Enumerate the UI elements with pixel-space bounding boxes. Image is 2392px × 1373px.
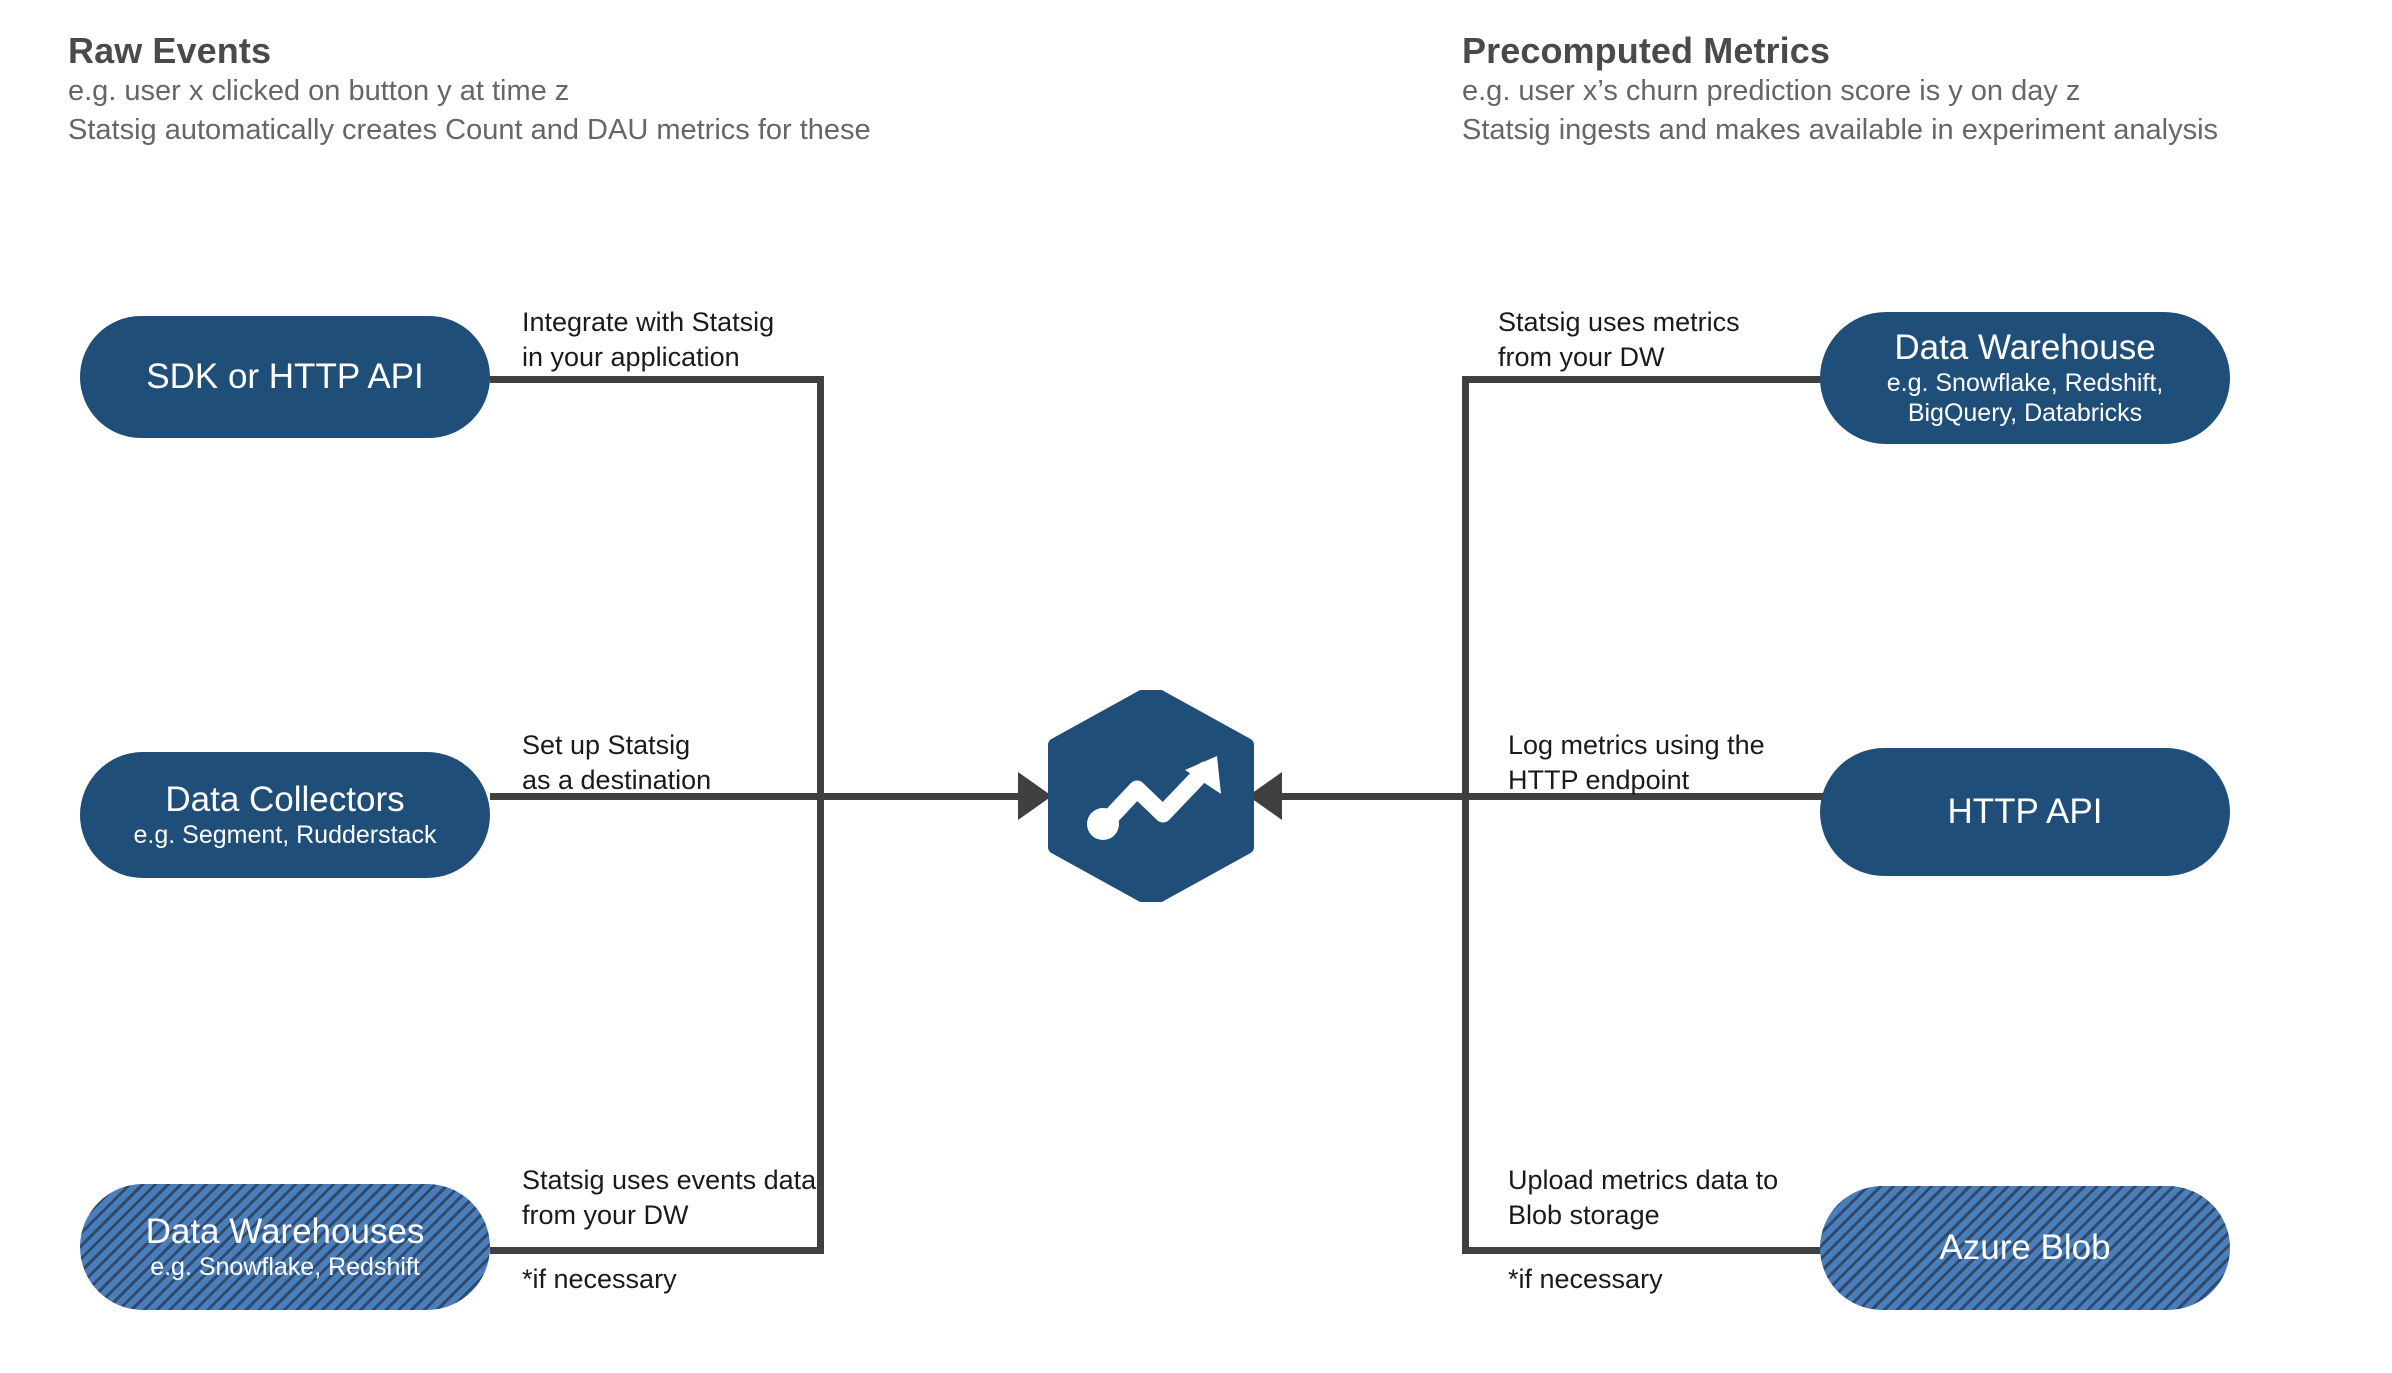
edge-label-statsig-uses-metrics: Statsig uses metrics from your DW	[1498, 307, 1740, 373]
arrowhead-into-statsig-from-left	[1018, 772, 1052, 820]
node-data-warehouses-subtitle: e.g. Snowflake, Redshift	[150, 1252, 420, 1281]
footnote-if-necessary-left: *if necessary	[522, 1264, 677, 1294]
node-azure-blob[interactable]: Azure Blob	[1820, 1186, 2230, 1310]
node-data-warehouses[interactable]: Data Warehouses e.g. Snowflake, Redshift	[80, 1184, 490, 1310]
node-data-warehouse-subtitle-line1: e.g. Snowflake, Redshift,	[1886, 368, 2164, 397]
node-http-api-title: HTTP API	[1947, 792, 2103, 832]
connector-warehouses-horizontal	[490, 1247, 824, 1254]
raw-events-title: Raw Events	[68, 30, 272, 71]
edge-label-upload-metrics-blob: Upload metrics data to Blob storage	[1508, 1165, 1779, 1231]
node-data-collectors-subtitle: e.g. Segment, Rudderstack	[133, 820, 437, 849]
connector-left-trunk-vertical	[817, 376, 824, 1254]
node-data-collectors-title: Data Collectors	[165, 780, 405, 820]
node-data-warehouses-title: Data Warehouses	[145, 1212, 425, 1252]
section-header-raw-events: Raw Events e.g. user x clicked on button…	[68, 30, 871, 149]
node-data-collectors[interactable]: Data Collectors e.g. Segment, Rudderstac…	[80, 752, 490, 878]
precomputed-metrics-subtitle-line2: Statsig ingests and makes available in e…	[1462, 113, 2219, 146]
connector-azure-blob-horizontal	[1468, 1247, 1824, 1254]
node-sdk-or-http-api[interactable]: SDK or HTTP API	[80, 316, 490, 438]
node-data-warehouse-subtitle-line2: BigQuery, Databricks	[1907, 398, 2143, 427]
connector-right-main-horizontal	[1280, 793, 1824, 800]
raw-events-subtitle-line2: Statsig automatically creates Count and …	[68, 113, 871, 146]
connector-sdk-horizontal	[490, 376, 824, 383]
node-data-warehouse-title: Data Warehouse	[1894, 328, 2156, 368]
raw-events-subtitle-line1: e.g. user x clicked on button y at time …	[68, 75, 570, 108]
statsig-hexagon-logo	[1045, 690, 1257, 902]
node-http-api[interactable]: HTTP API	[1820, 748, 2230, 876]
connector-data-warehouse-horizontal	[1468, 376, 1824, 383]
footnote-if-necessary-right: *if necessary	[1508, 1264, 1663, 1294]
node-azure-blob-title: Azure Blob	[1939, 1228, 2111, 1268]
connector-left-main-horizontal	[490, 793, 1030, 800]
edge-label-statsig-uses-events-data: Statsig uses events data from your DW	[522, 1165, 817, 1231]
section-header-precomputed-metrics: Precomputed Metrics e.g. user x’s churn …	[1462, 30, 2218, 149]
precomputed-metrics-title: Precomputed Metrics	[1462, 30, 1830, 71]
node-data-warehouse[interactable]: Data Warehouse e.g. Snowflake, Redshift,…	[1820, 312, 2230, 444]
edge-label-log-metrics-http: Log metrics using the HTTP endpoint	[1508, 730, 1765, 796]
edge-label-set-up-statsig: Set up Statsig as a destination	[522, 730, 712, 796]
node-sdk-or-http-api-title: SDK or HTTP API	[146, 357, 424, 397]
connector-right-trunk-vertical	[1462, 376, 1469, 1254]
precomputed-metrics-subtitle-line1: e.g. user x’s churn prediction score is …	[1462, 75, 2081, 108]
edge-label-integrate-with-statsig: Integrate with Statsig in your applicati…	[522, 307, 775, 373]
